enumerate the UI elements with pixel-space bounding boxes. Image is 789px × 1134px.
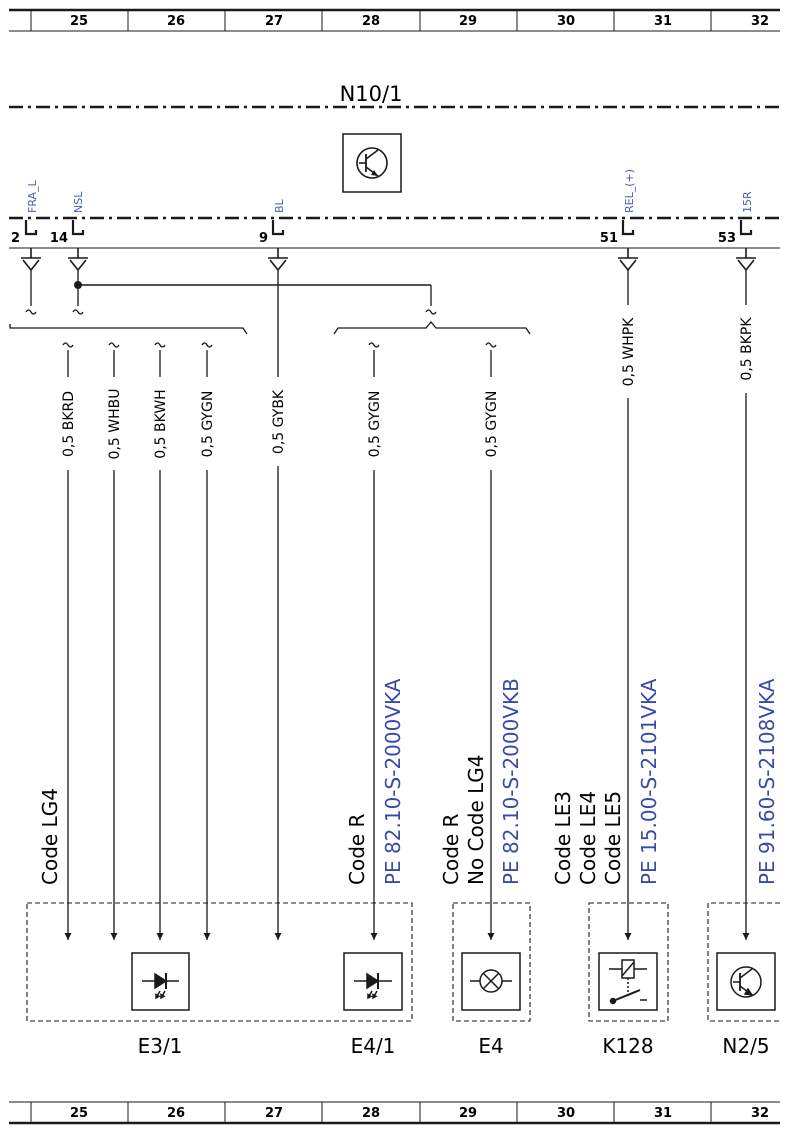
grid-col-top: 28 xyxy=(362,14,380,29)
led-icon xyxy=(131,952,190,1011)
code-label: Code R xyxy=(439,813,463,885)
code-label: Code LE3 xyxy=(551,791,575,885)
grid-col-bottom: 28 xyxy=(362,1106,380,1121)
pin-number: 53 xyxy=(718,231,736,246)
grid-col-bottom: 27 xyxy=(265,1106,283,1121)
top-grid-ruler: 25 26 27 28 29 30 31 32 xyxy=(9,8,780,32)
grid-col-top: 25 xyxy=(70,14,88,29)
grid-col-top: 26 xyxy=(167,14,185,29)
grid-col-top: 32 xyxy=(751,14,769,29)
pin-signal-label: BL xyxy=(273,198,286,213)
component-name: K128 xyxy=(602,1034,653,1058)
wiring xyxy=(9,270,750,940)
grid-col-top: 30 xyxy=(557,14,575,29)
pin-signal-label: NSL xyxy=(72,191,85,213)
code-label: Code LE5 xyxy=(601,791,625,885)
grid-col-top: 29 xyxy=(459,14,477,29)
pin-signal-label: FRA_L xyxy=(26,179,39,213)
transistor-icon xyxy=(716,952,776,1011)
reference-link[interactable]: PE 91.60-S-2108VKA xyxy=(755,678,779,885)
grid-col-bottom: 26 xyxy=(167,1106,185,1121)
component-boxes xyxy=(26,902,780,1022)
pin-number: 51 xyxy=(600,231,618,246)
code-label: Code LG4 xyxy=(38,788,62,885)
grid-col-bottom: 25 xyxy=(70,1106,88,1121)
component-name: E3/1 xyxy=(138,1034,183,1058)
pin-number: 14 xyxy=(50,231,68,246)
code-label: No Code LG4 xyxy=(464,755,488,885)
code-label: Code R xyxy=(345,813,369,885)
relay-icon xyxy=(598,952,658,1011)
wire-label: 0,5 GYGN xyxy=(484,391,500,458)
grid-col-top: 27 xyxy=(265,14,283,29)
transistor-icon xyxy=(342,133,402,193)
reference-link[interactable]: PE 82.10-S-2000VKA xyxy=(381,678,405,885)
grid-col-bottom: 29 xyxy=(459,1106,477,1121)
bottom-grid-ruler: 25 26 27 28 29 30 31 32 xyxy=(9,1101,780,1125)
wire-label: 0,5 GYGN xyxy=(200,391,216,458)
splice-junction xyxy=(74,281,82,289)
wire-label: 0,5 BKWH xyxy=(153,389,169,458)
reference-link[interactable]: PE 82.10-S-2000VKB xyxy=(499,678,523,885)
code-label: Code LE4 xyxy=(576,791,600,885)
component-name: E4/1 xyxy=(351,1034,396,1058)
led-icon xyxy=(343,952,403,1011)
wire-label: 0,5 GYBK xyxy=(271,389,287,454)
pin-number: 2 xyxy=(11,231,20,246)
connector-symbols xyxy=(21,248,756,272)
grid-col-bottom: 31 xyxy=(654,1106,672,1121)
wire-label: 0,5 BKRD xyxy=(61,391,77,457)
wire-label: 0,5 GYGN xyxy=(367,391,383,458)
pin-number: 9 xyxy=(259,231,268,246)
lamp-icon xyxy=(461,952,521,1011)
pin-signal-label: REL_(+) xyxy=(623,169,636,213)
pin-contacts xyxy=(24,220,753,236)
component-name: E4 xyxy=(478,1034,503,1058)
wire-label: 0,5 BKPK xyxy=(739,317,755,381)
control-unit-name: N10/1 xyxy=(340,82,403,106)
wire-label: 0,5 WHPK xyxy=(621,317,637,387)
grid-col-bottom: 30 xyxy=(557,1106,575,1121)
component-name: N2/5 xyxy=(722,1034,769,1058)
reference-link[interactable]: PE 15.00-S-2101VKA xyxy=(637,678,661,885)
grid-col-top: 31 xyxy=(654,14,672,29)
grid-col-bottom: 32 xyxy=(751,1106,769,1121)
wire-label: 0,5 WHBU xyxy=(107,389,123,460)
pin-signal-label: 15R xyxy=(741,191,754,213)
